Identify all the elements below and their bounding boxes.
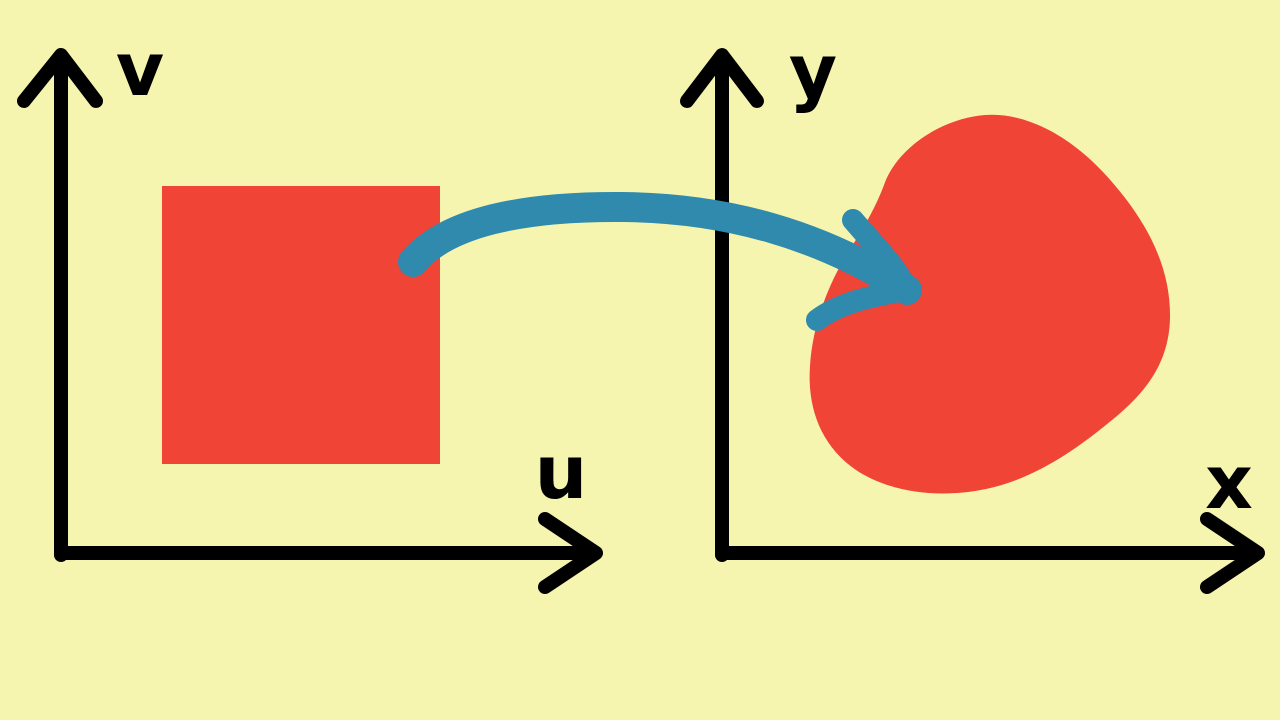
target-blob-region <box>809 114 1171 494</box>
left-x-axis-label: u <box>535 430 588 516</box>
mapping-arrow-head-lower <box>806 279 916 331</box>
left-coordinate-system: v u <box>17 27 603 594</box>
right-y-axis-label: y <box>789 29 837 115</box>
left-y-axis <box>17 48 103 562</box>
right-x-axis-label: x <box>1205 440 1253 526</box>
left-x-arrowhead <box>538 512 603 594</box>
right-coordinate-system: y x <box>680 29 1265 594</box>
right-x-axis <box>715 512 1265 594</box>
left-y-arrowhead <box>17 48 103 108</box>
mapping-arrow <box>398 191 922 331</box>
right-x-arrowhead <box>1200 512 1265 594</box>
right-y-axis <box>680 48 764 562</box>
mapping-arrow-body <box>398 191 922 305</box>
left-x-axis <box>54 512 603 594</box>
source-square-region <box>162 186 440 464</box>
right-y-arrowhead <box>680 48 764 108</box>
left-y-axis-label: v <box>116 27 164 113</box>
